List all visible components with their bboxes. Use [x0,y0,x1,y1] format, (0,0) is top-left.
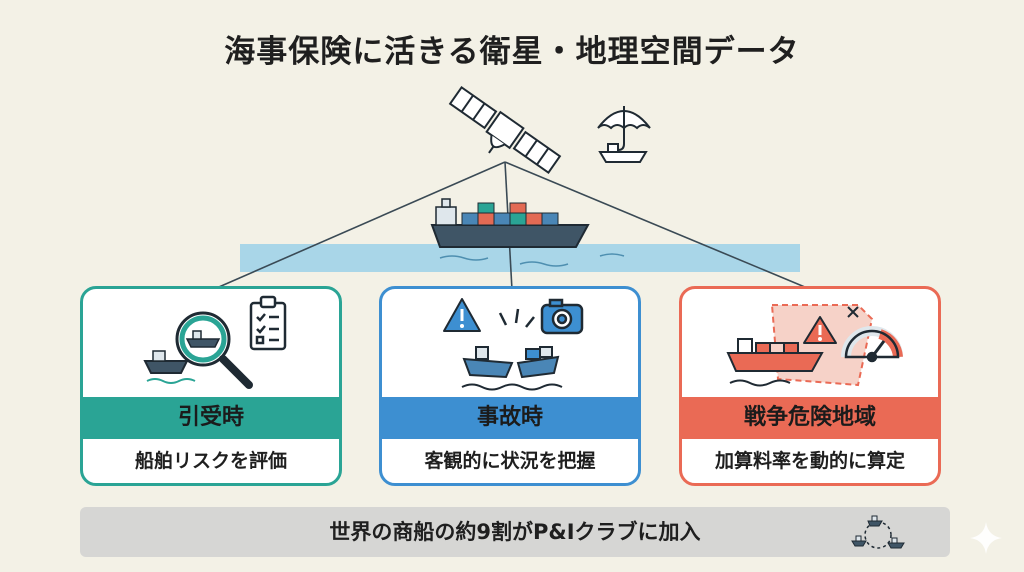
accident-card: 事故時 客観的に状況を把握 [379,286,641,486]
ship-collision-icon [461,346,563,391]
gauge-icon [841,326,903,363]
card-heading: 戦争危険地域 [682,397,938,439]
ship-network-icon [851,515,905,549]
checklist-icon [249,295,287,351]
card-heading: 事故時 [382,397,638,439]
sparkle-icon [970,522,1002,554]
footer-banner: 世界の商船の約9割がP&Iクラブに加入 [80,507,950,557]
footer-text: 世界の商船の約9割がP&Iクラブに加入 [329,520,701,544]
card-description: 加算料率を動的に算定 [714,450,905,472]
container-ship-icon [430,198,590,248]
underwriting-illustration [83,289,339,397]
underwriting-card: 引受時 船舶リスクを評価 [80,286,342,486]
camera-icon [540,298,584,335]
card-description: 客観的に状況を把握 [424,450,596,472]
impact-lines [498,308,535,328]
page-title: 海事保険に活きる衛星・地理空間データ [224,34,800,70]
card-heading: 引受時 [83,397,339,439]
war-risk-illustration [682,289,938,397]
war-risk-card: 戦争危険地域 加算料率を動的に算定 [679,286,941,486]
satellite-icon [448,86,562,174]
ship-icon [726,338,824,387]
warning-icon [443,298,481,332]
magnifier-ship-icon [143,311,253,389]
card-description: 船舶リスクを評価 [134,450,287,472]
sea-band [240,244,800,272]
umbrella-ship-icon [597,106,651,163]
accident-illustration [382,289,638,397]
sea-wave [439,253,625,267]
